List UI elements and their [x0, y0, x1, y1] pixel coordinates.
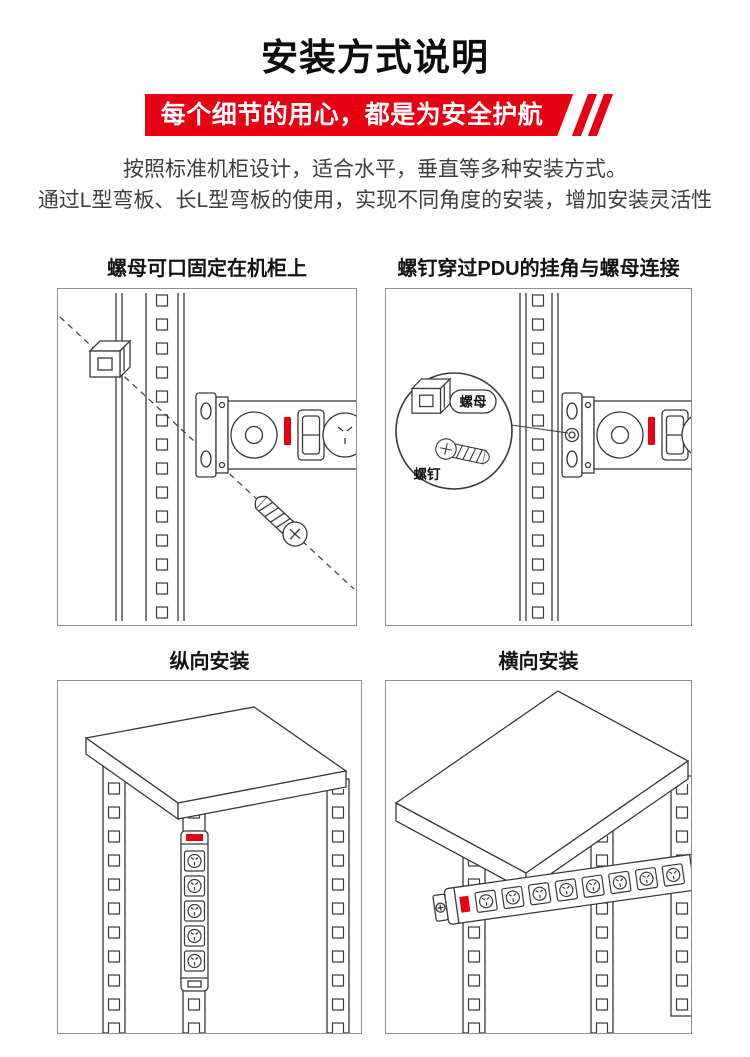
- nut-fixing-illustration: [59, 293, 356, 621]
- pdu-vertical: [180, 830, 209, 992]
- cage-nut-icon: [411, 378, 451, 414]
- panel-nut-fixing: [57, 288, 357, 626]
- screw-connection-illustration: 螺母 螺钉: [395, 293, 691, 621]
- pdu-body: [215, 396, 356, 474]
- magnifier-detail: 螺母 螺钉: [395, 372, 513, 490]
- caption-vertical-install: 纵向安装: [169, 651, 250, 673]
- description-line-2: 通过L型弯板、长L型弯板的使用，实现不同角度的安装，增加安装灵活性: [37, 189, 713, 212]
- page-title: 安装方式说明: [261, 37, 489, 78]
- magnifier-leader-line: [510, 424, 569, 434]
- slogan-banner: 每个细节的用心，都是为安全护航: [145, 94, 574, 136]
- pdu-brand-mark: [284, 417, 291, 445]
- horizontal-install-illustration: [394, 690, 691, 1033]
- mounting-bracket: [561, 392, 583, 478]
- vertical-install-illustration: [84, 706, 350, 1033]
- screw-label: 螺钉: [414, 466, 441, 482]
- pdu-brand-mark: [186, 834, 203, 841]
- table-top: [84, 706, 348, 821]
- caption-nut-fixing: 螺母可口固定在机柜上: [107, 258, 307, 280]
- description-line-1: 按照标准机柜设计，适合水平，垂直等多种安装方式。: [123, 158, 627, 181]
- pdu-brand-mark: [648, 417, 655, 445]
- cage-nut-icon: [89, 340, 131, 378]
- table-top: [394, 690, 690, 893]
- nut-label-bubble: [449, 389, 497, 414]
- mounting-bracket: [195, 392, 217, 478]
- caption-screw-through-pdu: 螺钉穿过PDU的挂角与螺母连接: [397, 258, 680, 280]
- screw-icon: [248, 489, 313, 552]
- rack-rail: [519, 293, 559, 621]
- pdu-body: [581, 396, 691, 474]
- slogan-banner-row: 每个细节的用心，都是为安全护航: [0, 94, 750, 136]
- panel-screw-connection: 螺母 螺钉: [385, 288, 692, 626]
- pdu-brand-mark: [459, 895, 471, 913]
- caption-horizontal-install: 横向安装: [498, 651, 579, 673]
- panel-horizontal-install: [385, 680, 692, 1034]
- panel-vertical-install: [57, 680, 362, 1034]
- pdu-outlet: [322, 412, 356, 458]
- pdu-horizontal: [432, 852, 691, 925]
- nut-label: 螺母: [460, 394, 487, 410]
